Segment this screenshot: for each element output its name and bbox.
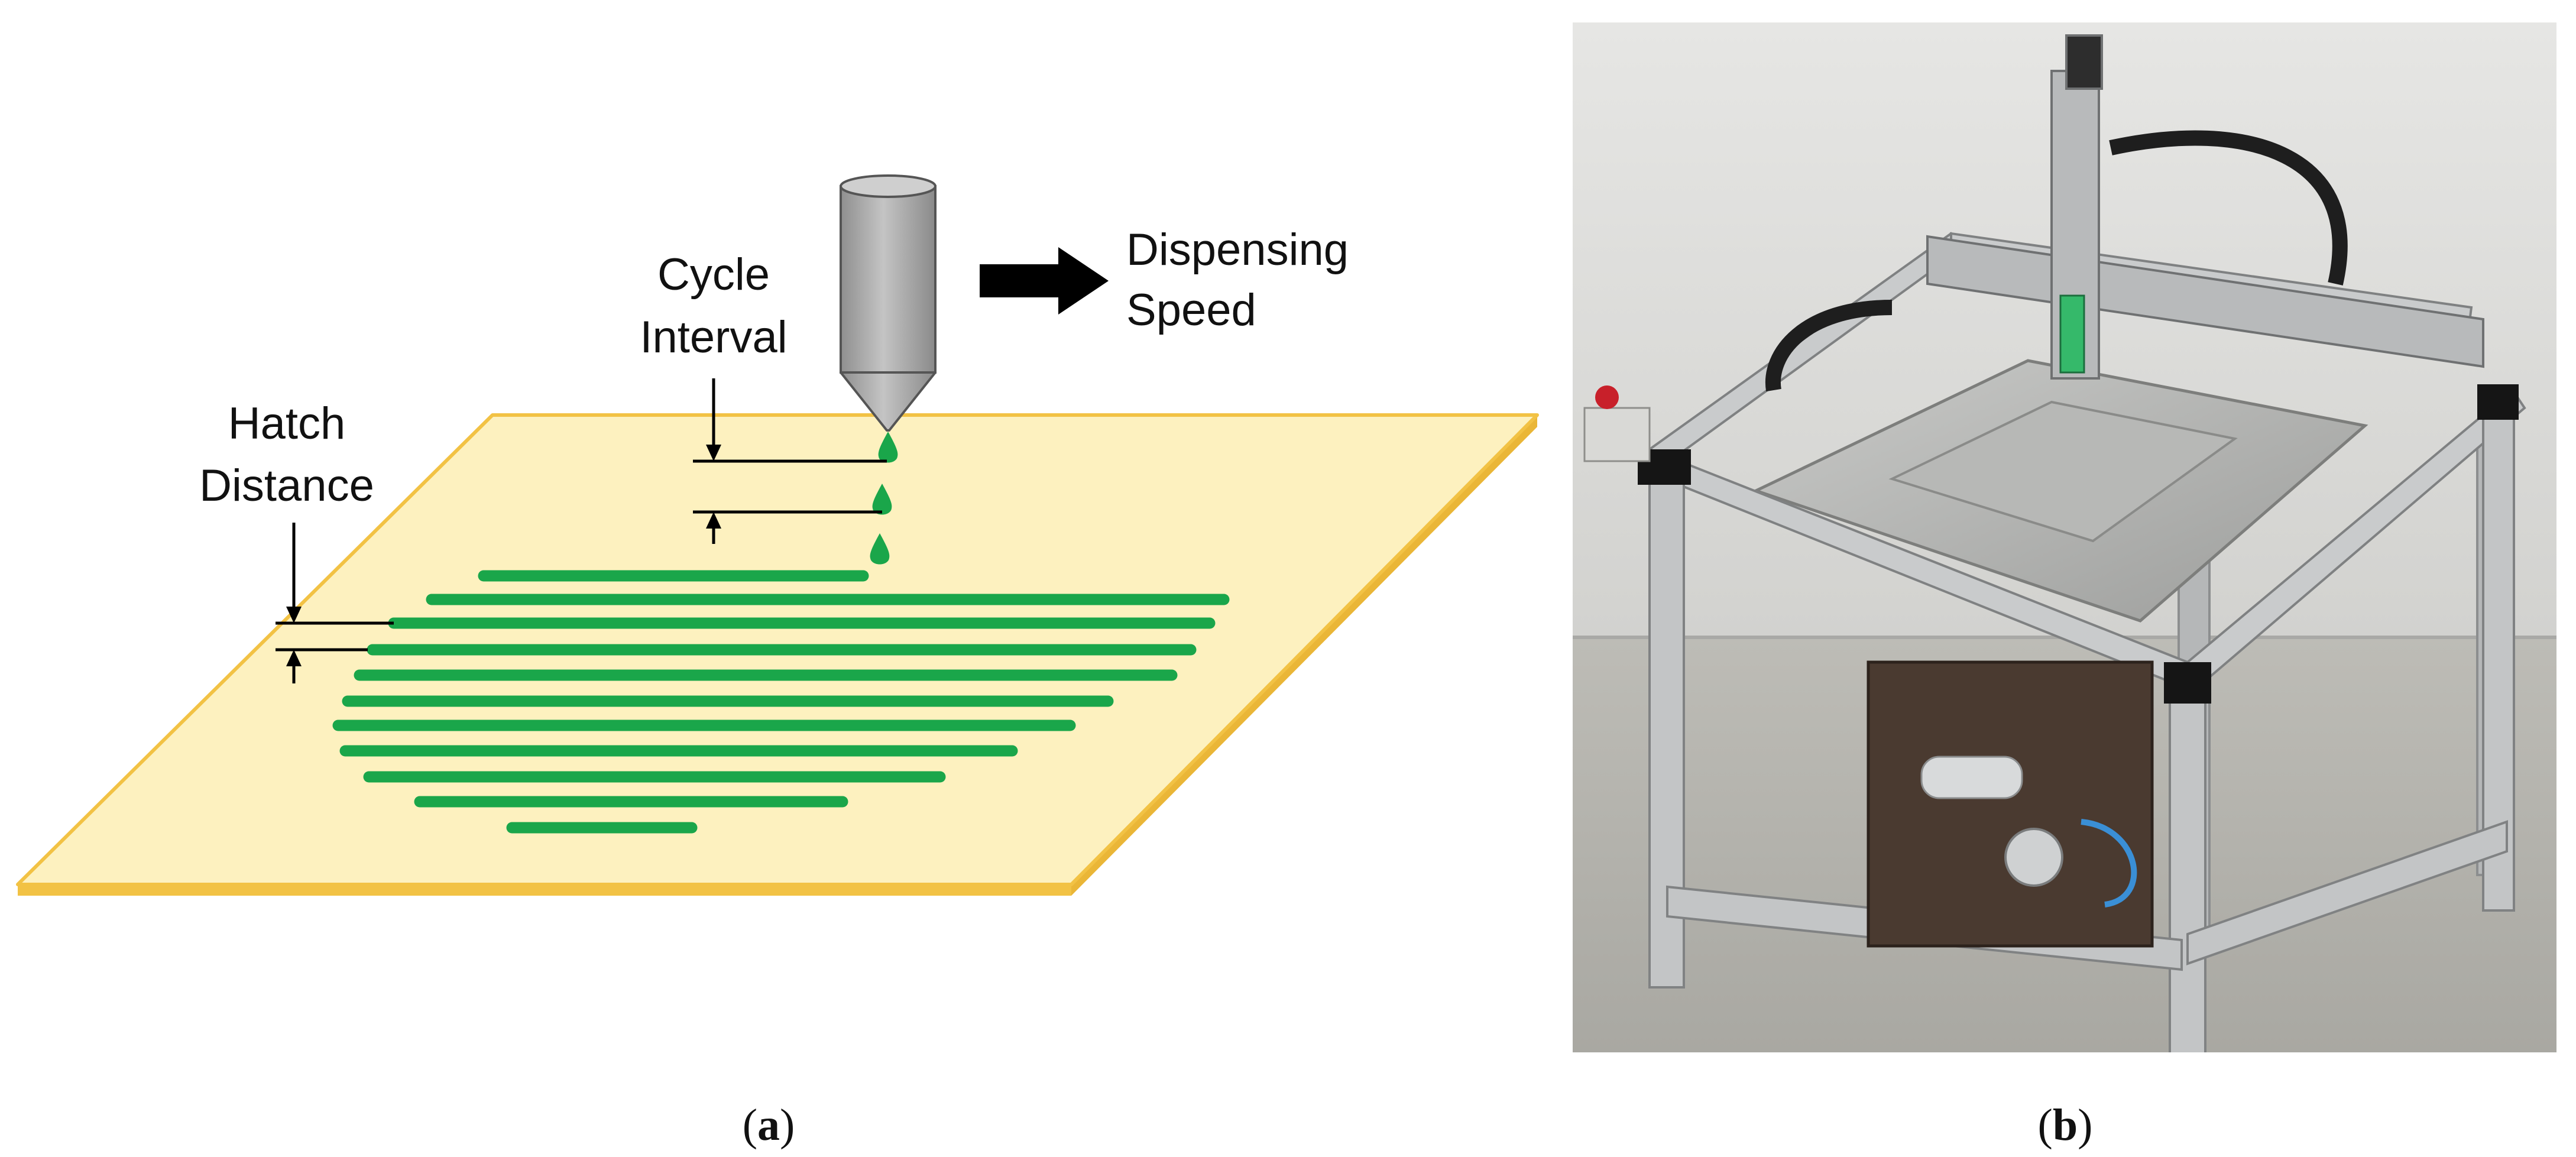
deposited-strands — [332, 570, 1230, 834]
droplet — [870, 533, 890, 565]
nozzle-top — [840, 174, 937, 198]
hatch-label-line2: Distance — [199, 461, 374, 511]
cycle-label-line1: Cycle — [657, 249, 770, 300]
caption-a-letter: a — [757, 1100, 780, 1150]
panel-a-schematic: Hatch Distance Cycle Interval Dispensing… — [16, 174, 1539, 1150]
droplets — [870, 432, 898, 565]
caption-b: (b) — [2038, 1100, 2093, 1150]
plate-right-side — [1071, 415, 1537, 896]
syringe-head — [2059, 294, 2085, 374]
nozzle-body — [840, 185, 937, 374]
nozzle-tip — [840, 371, 937, 432]
plate-side — [18, 884, 1071, 896]
cycle-label-line2: Interval — [640, 312, 787, 362]
control-box — [1867, 660, 2154, 948]
hatch-label-line1: Hatch — [228, 398, 346, 449]
hatch-distance-dimension — [276, 523, 394, 683]
speed-label-line1: Dispensing — [1126, 225, 1349, 275]
dispensing-direction-arrow — [980, 247, 1109, 315]
cable-chain — [2109, 130, 2348, 286]
speed-label-line2: Speed — [1126, 285, 1256, 335]
cable-chain — [1765, 300, 1893, 392]
emergency-stop-button — [1595, 385, 1619, 409]
droplet — [878, 432, 898, 463]
emergency-stop-box — [1583, 407, 1651, 462]
caption-b-letter: b — [2053, 1100, 2078, 1150]
panel-b-photo: (b) — [1573, 22, 2556, 1150]
print-bed-recess — [1888, 400, 2238, 543]
dispensing-nozzle — [840, 174, 937, 432]
droplet — [872, 484, 892, 515]
cycle-interval-arrowheads — [706, 445, 721, 529]
hatch-distance-arrowheads — [286, 607, 302, 666]
caption-a: (a) — [743, 1100, 795, 1150]
